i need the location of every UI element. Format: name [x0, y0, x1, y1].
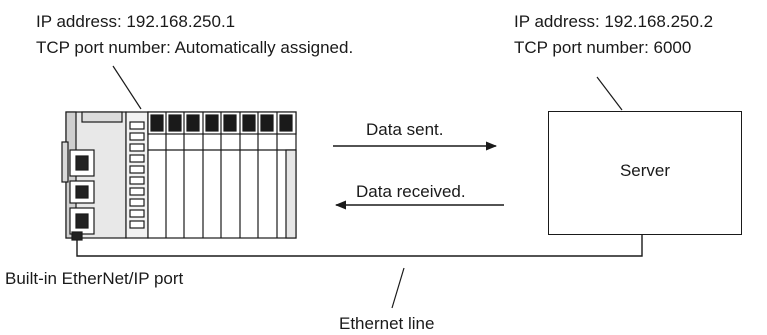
ethernet-port-1-icon	[69, 149, 95, 177]
controller-ip-label: IP address: 192.168.250.1	[36, 12, 236, 31]
ethernet-port-2-icon	[69, 180, 95, 204]
ethernet-cable	[76, 235, 643, 257]
io-modules	[147, 111, 297, 239]
server-box: Server	[548, 111, 742, 235]
plc-controller	[61, 111, 297, 241]
server-label: Server	[619, 161, 671, 180]
controller-callout-line	[112, 65, 142, 110]
server-callout-line	[596, 76, 623, 111]
terminal-block	[125, 111, 149, 239]
cpu-unit	[61, 111, 127, 241]
server-tcp-port-label: TCP port number: 6000	[514, 38, 692, 57]
ethernet-port-3-icon	[69, 207, 95, 235]
data-sent-label: Data sent.	[366, 120, 444, 139]
builtin-ethernet-ip-port-label: Built-in EtherNet/IP port	[5, 269, 184, 288]
ethernet-line-label: Ethernet line	[339, 314, 435, 333]
ethernet-line-callout	[391, 267, 405, 309]
data-received-label: Data received.	[356, 182, 466, 201]
controller-tcp-port-label: TCP port number: Automatically assigned.	[36, 38, 354, 57]
server-ip-label: IP address: 192.168.250.2	[514, 12, 714, 31]
